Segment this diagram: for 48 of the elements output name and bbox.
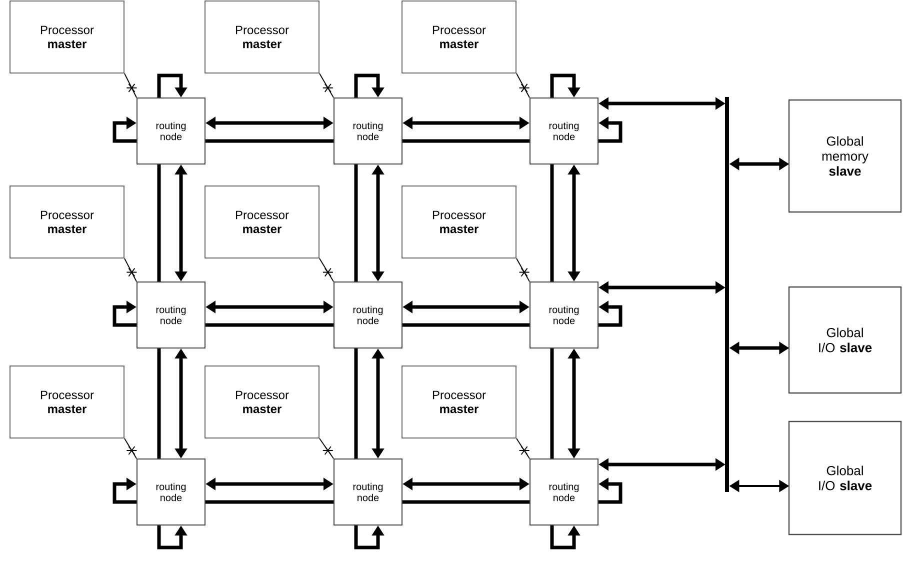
- processor-box: Processor master: [10, 366, 124, 438]
- routing-node-box: routing node: [136, 458, 206, 526]
- routing-node-box: routing node: [334, 98, 402, 164]
- link-line: [319, 258, 334, 282]
- routing-node-box: routing node: [136, 282, 206, 348]
- link-line: [319, 438, 334, 459]
- link-line: [124, 258, 137, 282]
- link-line: [516, 73, 530, 98]
- processor-box: Processor master: [10, 186, 124, 258]
- link-line: [124, 73, 137, 98]
- link-line: [516, 258, 530, 282]
- loop-arrow: [112, 116, 136, 143]
- processor-box: Processor master: [10, 0, 124, 74]
- slave-box: Global I/O slave: [788, 420, 902, 536]
- processor-box: Processor master: [402, 186, 516, 258]
- routing-node-box: routing node: [136, 98, 206, 164]
- routing-node-box: routing node: [530, 98, 598, 164]
- loop-arrow: [112, 300, 136, 327]
- link-line: [319, 73, 334, 98]
- link-line: [354, 348, 358, 458]
- routing-node-box: routing node: [334, 458, 402, 526]
- loop-arrow: [550, 74, 580, 98]
- link-line: [124, 438, 137, 459]
- routing-node-box: routing node: [334, 282, 402, 348]
- link-line: [206, 500, 334, 504]
- link-line: [206, 139, 334, 143]
- slave-box: Global memory slave: [788, 99, 902, 213]
- link-line: [550, 164, 554, 282]
- slave-box: Global I/O slave: [788, 286, 902, 394]
- processor-box: Processor master: [402, 0, 516, 74]
- loop-arrow: [112, 478, 136, 504]
- link-line: [516, 438, 530, 459]
- link-line: [402, 500, 530, 504]
- link-line: [550, 348, 554, 458]
- processor-box: Processor master: [402, 366, 516, 438]
- processor-box: Processor master: [204, 366, 320, 438]
- loop-arrow: [157, 74, 188, 98]
- link-line: [206, 323, 334, 327]
- processor-box: Processor master: [204, 186, 320, 258]
- link-line: [402, 323, 530, 327]
- processor-box: Processor master: [204, 0, 320, 74]
- link-line: [157, 348, 161, 458]
- link-line: [402, 139, 530, 143]
- loop-arrow: [354, 74, 384, 98]
- link-line: [354, 164, 358, 282]
- link-line: [157, 164, 161, 282]
- routing-node-box: routing node: [530, 282, 598, 348]
- routing-node-box: routing node: [530, 458, 598, 526]
